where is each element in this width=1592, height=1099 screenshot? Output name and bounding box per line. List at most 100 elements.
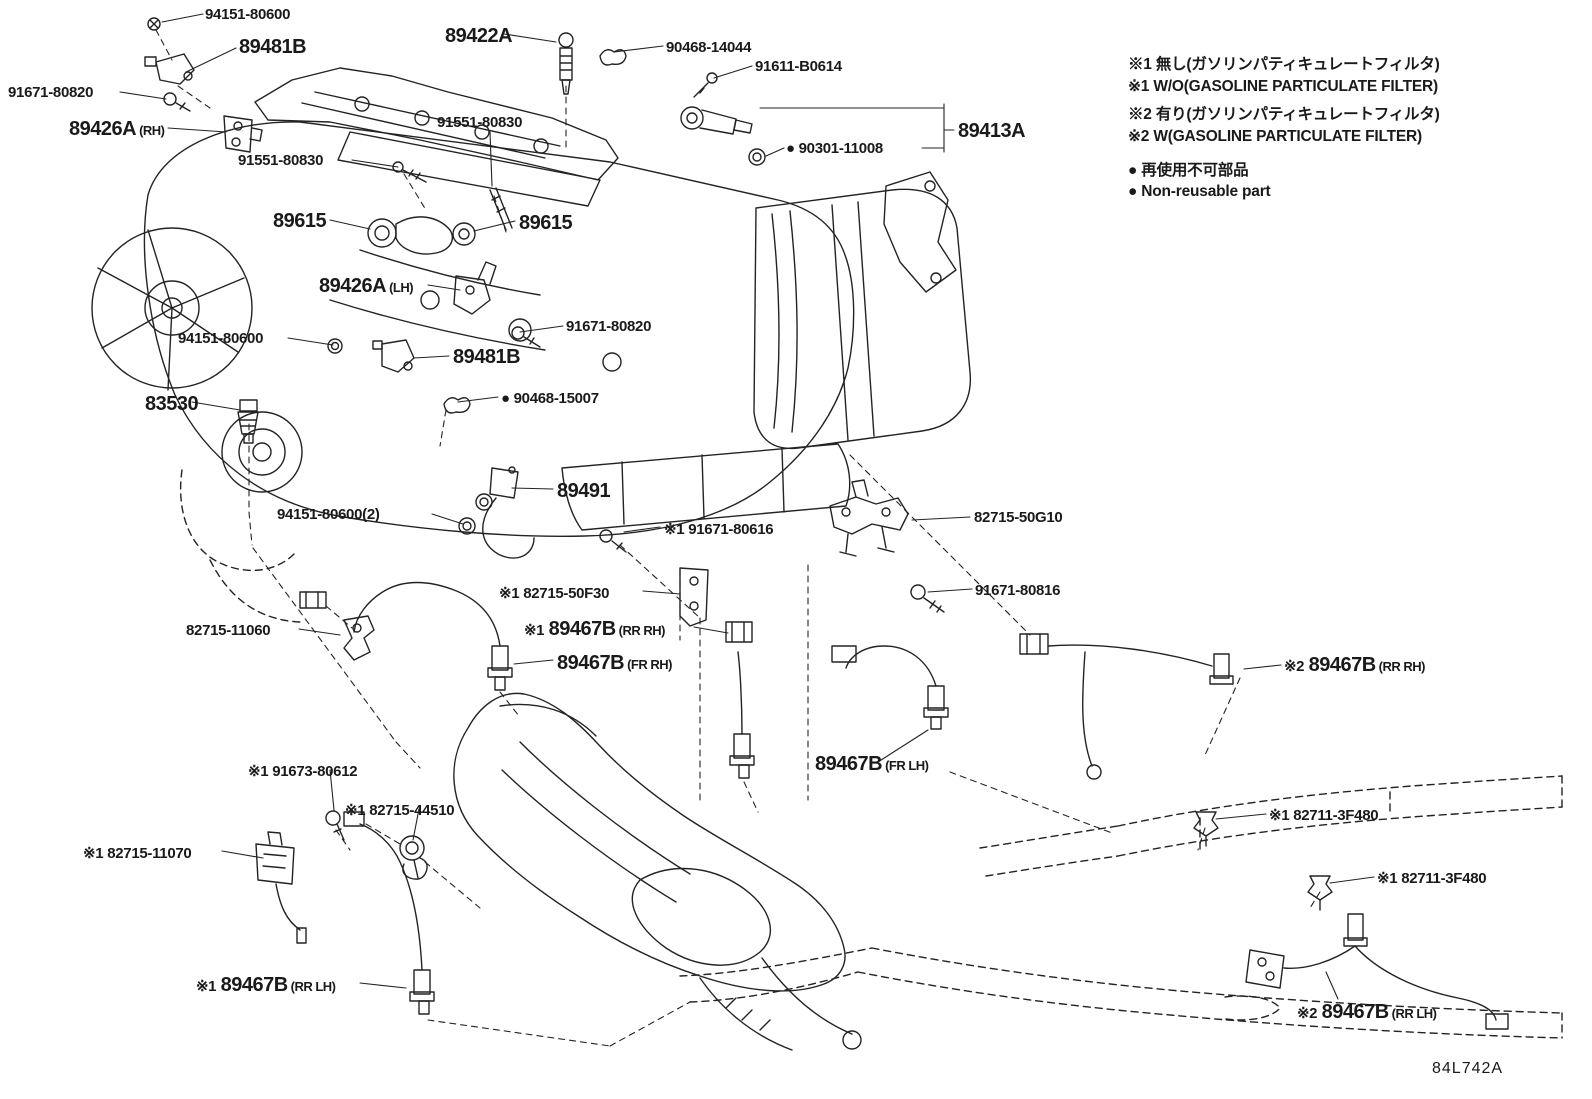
- part-label-89422a: 89422A: [444, 25, 515, 48]
- part-number: 89491: [557, 480, 611, 502]
- part-number: 94151-80600(2): [277, 506, 380, 523]
- legend-line: ※1 W/O(GASOLINE PARTICULATE FILTER): [1128, 78, 1438, 95]
- part-number: 89467B: [1321, 1001, 1390, 1023]
- part-label-82715-50g10: 82715-50G10: [974, 509, 1065, 526]
- bolt-91671-80816: [910, 584, 945, 613]
- clip-90468-15007: [443, 397, 471, 414]
- part-label-90468-14044: 90468-14044: [666, 39, 754, 56]
- part-label-89491: 89491: [556, 480, 613, 503]
- position-suffix: (RH): [139, 123, 165, 138]
- part-number: 91611-B0614: [755, 58, 842, 75]
- legend-line: ● 再使用不可部品: [1128, 162, 1249, 179]
- part-label-94151-80600-a: 94151-80600: [205, 6, 293, 23]
- construction-dashed-lines: [155, 29, 1321, 1047]
- part-number: 89615: [273, 210, 327, 232]
- part-number: 89467B: [220, 974, 289, 996]
- note-prefix: ※1: [248, 763, 273, 780]
- part-number: 91671-80820: [8, 84, 94, 101]
- part-number: 89467B: [1308, 654, 1377, 676]
- bolt-91671-80616: [599, 529, 627, 553]
- part-number: 90301-11008: [798, 140, 884, 157]
- legend-line: ※1 無し(ガソリンパティキュレートフィルタ): [1128, 56, 1440, 73]
- part-label-94151-80600-b: 94151-80600: [178, 330, 266, 347]
- part-number: 89481B: [239, 36, 307, 58]
- part-number: 82711-3F480: [1293, 807, 1379, 824]
- part-label-91551-80830-b: 91551-80830: [437, 114, 525, 131]
- leader-lines: [119, 13, 1375, 1000]
- part-label-89467b-rr-lh-1: ※1 89467B(RR LH): [196, 974, 336, 997]
- screw-91671-80820-top: [163, 92, 191, 112]
- clip-90468-14044: [599, 49, 627, 66]
- part-number: 89467B: [548, 618, 617, 640]
- o2-sensor-fr-lh: [831, 645, 949, 730]
- position-suffix: (LH): [389, 280, 414, 295]
- part-number: 89467B: [815, 753, 883, 775]
- bracket-82715-50f30: [679, 567, 709, 627]
- non-reusable-bullet: ●: [501, 390, 514, 407]
- part-label-91671-80820-b: 91671-80820: [566, 318, 654, 335]
- o2-sensor-rr-rh-1: [725, 621, 755, 779]
- position-suffix: (RR LH): [290, 979, 336, 994]
- stud-91551-80830-b: [489, 187, 513, 231]
- sensor-89422a: [558, 32, 574, 95]
- nut-94151-80600-mid: [327, 338, 343, 354]
- part-number: 89467B: [557, 652, 625, 674]
- part-number: 82715-50G10: [974, 509, 1063, 526]
- part-label-91671-80616: ※1 91671-80616: [664, 520, 776, 538]
- part-number: 91551-80830: [437, 114, 523, 131]
- part-label-91671-80816: 91671-80816: [975, 582, 1063, 599]
- legend-line: ※2 有り(ガソリンパティキュレートフィルタ): [1128, 106, 1440, 123]
- part-number: 89422A: [445, 25, 513, 47]
- part-label-89481b-b: 89481B: [452, 346, 523, 369]
- part-number: 94151-80600: [205, 6, 291, 23]
- part-number: 91551-80830: [238, 152, 324, 169]
- part-label-82715-44510: ※1 82715-44510: [345, 801, 457, 819]
- part-label-89615-b: 89615: [518, 212, 575, 235]
- part-number: 91671-80616: [688, 521, 774, 538]
- part-number: 94151-80600: [178, 330, 264, 347]
- sensor-89413a: [680, 106, 753, 135]
- bracket-89426a-rh: [223, 115, 263, 153]
- position-suffix: (RR LH): [1391, 1006, 1437, 1021]
- position-suffix: (RR RH): [1378, 659, 1426, 674]
- clip-82711-3f480-a: [1193, 811, 1219, 847]
- part-label-91551-80830-a: 91551-80830: [238, 152, 326, 169]
- part-number: 82715-50F30: [523, 585, 610, 602]
- part-label-91673-80612: ※1 91673-80612: [248, 762, 360, 780]
- part-label-82711-3f480-a: ※1 82711-3F480: [1269, 806, 1381, 824]
- part-label-83530: 83530: [144, 393, 201, 416]
- part-number: 89481B: [453, 346, 521, 368]
- bracket-82715-50g10: [829, 479, 909, 557]
- part-number: 89426A: [69, 118, 137, 140]
- note-prefix: ※1: [1377, 870, 1402, 887]
- note-prefix: ※1: [196, 978, 220, 995]
- small-parts-drawing: [144, 17, 1509, 1030]
- bracket-82715-11070: [255, 831, 307, 944]
- position-suffix: (FR RH): [627, 657, 672, 672]
- note-prefix: ※1: [524, 622, 548, 639]
- o2-sensor-rr-lh-1: [343, 811, 435, 1015]
- part-label-82715-50f30: ※1 82715-50F30: [499, 584, 612, 602]
- o2-sensor-fr-rh: [353, 581, 513, 691]
- part-number: 82715-11060: [186, 622, 271, 639]
- clamp-82715-44510: [399, 835, 428, 880]
- bolt-91611-b0614: [693, 72, 718, 98]
- ring-89615-right: [452, 222, 476, 246]
- diagram-code: 84L742A: [1432, 1060, 1504, 1077]
- sensor-89481b-top: [144, 53, 195, 85]
- note-prefix: ※1: [345, 802, 370, 819]
- part-number: 82715-44510: [369, 802, 455, 819]
- legend-line: ※2 W(GASOLINE PARTICULATE FILTER): [1128, 128, 1422, 145]
- sensor-89491: [475, 466, 535, 559]
- part-label-82711-3f480-b: ※1 82711-3F480: [1377, 869, 1489, 887]
- note-prefix: ※1: [499, 585, 524, 602]
- part-number: 91671-80816: [975, 582, 1061, 599]
- stud-91551-80830-a: [392, 161, 427, 183]
- part-number: 89426A: [319, 275, 387, 297]
- part-label-89481b-a: 89481B: [238, 36, 309, 59]
- part-label-89467b-fr-rh: 89467B(FR RH): [556, 652, 672, 675]
- part-label-90468-15007: ● 90468-15007: [501, 390, 602, 407]
- bolt-91671-80820-mid: [511, 326, 541, 348]
- o2-sensor-rr-lh-2: [1245, 913, 1509, 1030]
